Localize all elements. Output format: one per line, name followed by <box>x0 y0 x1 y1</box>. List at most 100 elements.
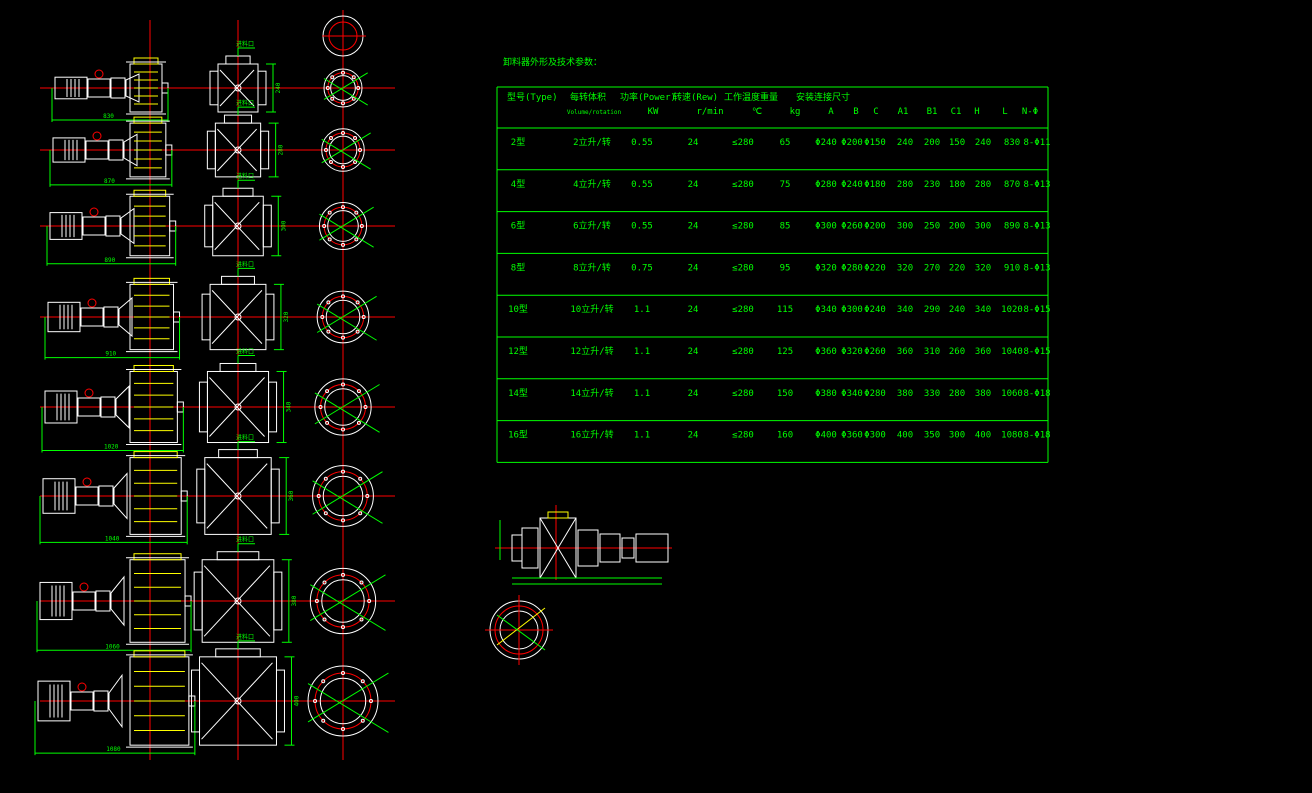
detail-rotor <box>539 517 577 579</box>
table-cell: 14型 <box>508 388 528 399</box>
inlet-label: 进料口 <box>236 172 254 180</box>
bearing-housing <box>115 385 130 429</box>
bolt-hole <box>330 96 335 101</box>
bolt-hole <box>358 476 363 481</box>
motor-body <box>52 137 86 163</box>
motor-body <box>54 76 88 100</box>
bolt-hole <box>341 518 345 523</box>
dimension-H-label: 280 <box>278 144 285 155</box>
table-subheader-6: B <box>853 107 858 117</box>
table-cell: 4型 <box>511 179 525 190</box>
dimension-L-label: 1060 <box>105 643 120 650</box>
dimension-L-label: 890 <box>104 257 115 264</box>
bolt-hole <box>325 389 330 394</box>
bolt-hole <box>323 148 328 152</box>
leader-A <box>310 574 386 622</box>
bolt-hole <box>322 617 327 622</box>
shaft-circle <box>234 222 242 230</box>
table-cell: 890 <box>1004 222 1020 232</box>
table-cell: 300 <box>975 222 991 232</box>
flange-inner <box>328 135 358 165</box>
table-cell: 8-Φ13 <box>1023 222 1050 232</box>
table-cell: Φ280 <box>841 263 863 273</box>
leader-B <box>312 480 383 524</box>
table-cell: 150 <box>949 138 965 148</box>
table-subheader-11: H <box>974 107 979 117</box>
leader-B <box>314 392 380 433</box>
table-cell: Φ320 <box>815 263 837 273</box>
table-subheader-0: Volume/rotation <box>567 109 622 116</box>
bearing-housing <box>110 575 125 627</box>
detail-gearbox <box>577 529 599 567</box>
shaft-circle <box>234 697 242 705</box>
table-cell: 8立升/转 <box>573 261 611 273</box>
table-cell: Φ260 <box>841 222 863 232</box>
flange-inner <box>330 75 356 101</box>
bolt-hole <box>359 617 364 622</box>
table-subheader-2: r/min <box>696 107 723 117</box>
flange-outer <box>318 201 368 251</box>
table-cell: 280 <box>897 180 913 190</box>
bolt-hole <box>341 625 345 630</box>
coupling <box>98 485 114 507</box>
table-cell: 4立升/转 <box>573 178 611 190</box>
shaft-circle <box>234 84 242 92</box>
bolt-hole <box>361 315 366 319</box>
inlet-label: 进料口 <box>236 40 254 48</box>
valve-row-2: 870 280 进料口 <box>40 99 395 187</box>
leader-B <box>307 683 389 733</box>
inlet-label: 进料口 <box>236 99 254 107</box>
table-cell: Φ380 <box>815 389 837 399</box>
table-cell: ≤280 <box>732 263 754 273</box>
rotor-line <box>201 662 273 740</box>
leader-A <box>307 672 389 723</box>
gearbox <box>70 691 94 711</box>
bolt-hole <box>328 135 333 140</box>
table-header-3: 转速(Rew) <box>673 91 718 103</box>
bolt-hole <box>356 389 361 394</box>
flange-outer <box>316 290 370 344</box>
table-cell: 240 <box>975 138 991 148</box>
dimension-H-label: 360 <box>288 490 295 501</box>
inlet-flange <box>133 451 178 459</box>
dimension-H-label: 340 <box>286 401 293 412</box>
leader-B <box>310 584 386 631</box>
table-cell: Φ300 <box>841 305 863 315</box>
shaft-circle <box>234 146 242 154</box>
table-cell: 12立升/转 <box>570 345 613 357</box>
dimension-L-label: 910 <box>105 351 116 358</box>
bolt-hole <box>328 160 333 165</box>
gearbox <box>75 486 99 506</box>
bolt-hole <box>341 671 345 676</box>
leader-B <box>316 303 377 341</box>
detail-motor <box>635 533 669 563</box>
table-cell: 340 <box>897 305 913 315</box>
leader-A <box>323 72 368 100</box>
flange-bolt-circle <box>316 574 370 628</box>
leader-A <box>321 132 371 164</box>
bearing-housing <box>113 472 128 520</box>
table-cell: 125 <box>777 347 793 357</box>
lifting-eye <box>87 298 97 308</box>
leader-A <box>314 384 380 425</box>
table-subheader-7: C <box>873 107 878 117</box>
table-cell: 95 <box>780 263 791 273</box>
table-cell: 0.55 <box>631 138 653 148</box>
table-subheader-4: kg <box>790 107 801 117</box>
table-cell: 1.1 <box>634 389 650 399</box>
table-subheader-1: KW <box>648 107 659 117</box>
table-cell: 280 <box>975 180 991 190</box>
bolt-hole <box>341 382 345 387</box>
coupling <box>103 306 119 328</box>
table-cell: Φ340 <box>815 305 837 315</box>
dimension-L-label: 870 <box>104 178 115 185</box>
flange-outer <box>307 665 379 737</box>
flange-inner <box>325 299 361 335</box>
lifting-eye <box>84 388 94 398</box>
table-cell: ≤280 <box>732 180 754 190</box>
inlet-flange <box>133 189 167 197</box>
table-header-1: 每转体积 <box>570 91 606 103</box>
bolt-hole <box>368 699 373 703</box>
table-cell: 1020 <box>1001 305 1023 315</box>
flange-inner <box>319 677 367 725</box>
